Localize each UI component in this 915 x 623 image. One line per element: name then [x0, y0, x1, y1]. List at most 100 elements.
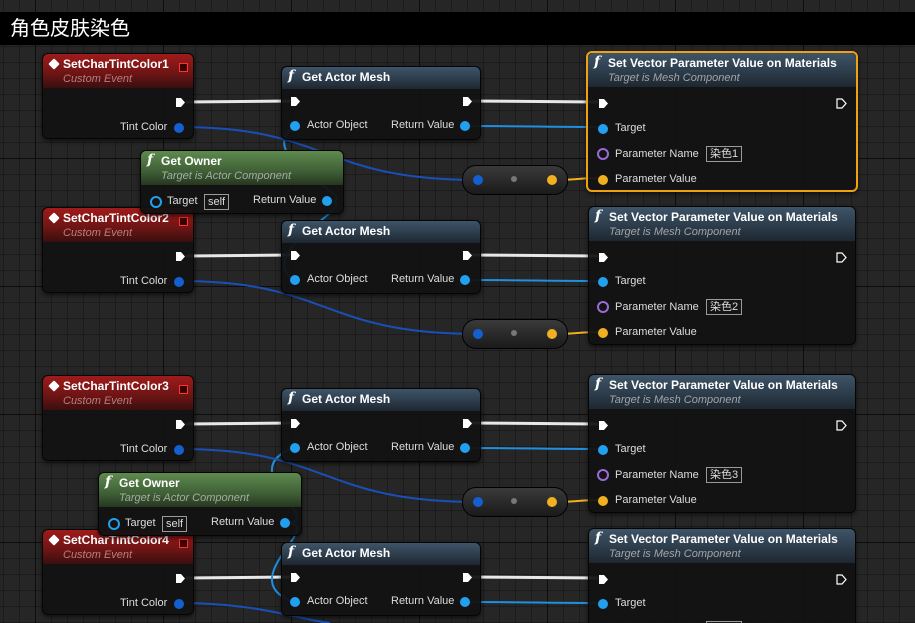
- exec-in-pin-icon[interactable]: [598, 574, 609, 585]
- reroute-out-pin[interactable]: [547, 329, 557, 339]
- event-node-3[interactable]: SetCharTintColor3 Custom Event Tint Colo…: [42, 375, 194, 461]
- exec-out-pin-icon[interactable]: [836, 98, 847, 109]
- return-value-pin[interactable]: [280, 518, 290, 528]
- reroute-out-pin[interactable]: [547, 497, 557, 507]
- tint-color-pin[interactable]: [174, 445, 184, 455]
- actor-object-pin[interactable]: [290, 275, 300, 285]
- get-actor-mesh-node-4[interactable]: f Get Actor Mesh Actor Object Return Val…: [281, 542, 481, 616]
- exec-out-pin-icon[interactable]: [836, 574, 847, 585]
- event-icon: [48, 380, 60, 392]
- delegate-pin-icon[interactable]: [179, 63, 188, 72]
- target-pin[interactable]: [598, 277, 608, 287]
- function-header[interactable]: f Get Actor Mesh: [282, 67, 480, 89]
- tint-color-pin[interactable]: [174, 123, 184, 133]
- parameter-name-pin[interactable]: [597, 301, 609, 313]
- function-header[interactable]: f Get Actor Mesh: [282, 389, 480, 411]
- reroute-node-3[interactable]: [462, 487, 568, 517]
- parameter-name-value[interactable]: 染色1: [706, 146, 743, 162]
- target-pin[interactable]: [598, 124, 608, 134]
- exec-in-pin-icon[interactable]: [598, 252, 609, 263]
- parameter-name-value[interactable]: 染色2: [706, 299, 743, 315]
- reroute-node-2[interactable]: [462, 319, 568, 349]
- function-header[interactable]: f Get Owner Target is Actor Component: [99, 473, 301, 507]
- return-value-pin[interactable]: [460, 443, 470, 453]
- parameter-value-pin[interactable]: [598, 496, 608, 506]
- exec-out-pin-icon[interactable]: [836, 252, 847, 263]
- set-vector-param-node-1[interactable]: f Set Vector Parameter Value on Material…: [586, 51, 858, 192]
- parameter-name-pin[interactable]: [597, 469, 609, 481]
- exec-in-pin-icon[interactable]: [598, 98, 609, 109]
- parameter-value-pin[interactable]: [598, 328, 608, 338]
- set-vector-param-node-2[interactable]: f Set Vector Parameter Value on Material…: [588, 206, 856, 345]
- event-node-2[interactable]: SetCharTintColor2 Custom Event Tint Colo…: [42, 207, 194, 293]
- exec-in-pin-icon[interactable]: [290, 572, 301, 583]
- function-header[interactable]: f Get Actor Mesh: [282, 543, 480, 565]
- event-node-header[interactable]: SetCharTintColor1 Custom Event: [43, 54, 193, 88]
- parameter-name-pin[interactable]: [597, 148, 609, 160]
- self-value[interactable]: self: [162, 516, 188, 532]
- exec-out-pin-icon[interactable]: [462, 250, 473, 261]
- exec-out-pin-icon[interactable]: [462, 418, 473, 429]
- actor-object-label: Actor Object: [307, 119, 368, 131]
- function-header[interactable]: f Set Vector Parameter Value on Material…: [589, 207, 855, 241]
- set-vector-param-node-4[interactable]: f Set Vector Parameter Value on Material…: [588, 528, 856, 623]
- set-vector-param-node-3[interactable]: f Set Vector Parameter Value on Material…: [588, 374, 856, 513]
- exec-out-pin-icon[interactable]: [462, 572, 473, 583]
- tint-color-pin[interactable]: [174, 599, 184, 609]
- exec-out-pin-icon[interactable]: [175, 573, 186, 584]
- parameter-name-value[interactable]: 染色3: [706, 467, 743, 483]
- get-actor-mesh-node-2[interactable]: f Get Actor Mesh Actor Object Return Val…: [281, 220, 481, 294]
- reroute-in-pin[interactable]: [473, 175, 483, 185]
- actor-object-pin[interactable]: [290, 443, 300, 453]
- function-header[interactable]: f Get Owner Target is Actor Component: [141, 151, 343, 185]
- return-value-pin[interactable]: [460, 597, 470, 607]
- exec-out-pin-icon[interactable]: [175, 251, 186, 262]
- get-actor-mesh-node-3[interactable]: f Get Actor Mesh Actor Object Return Val…: [281, 388, 481, 462]
- function-title: Set Vector Parameter Value on Materials: [608, 56, 837, 70]
- target-pin[interactable]: [598, 445, 608, 455]
- reroute-in-pin[interactable]: [473, 329, 483, 339]
- exec-out-pin-icon[interactable]: [175, 419, 186, 430]
- get-owner-node-1[interactable]: f Get Owner Target is Actor Component Ta…: [140, 150, 344, 214]
- event-node-1[interactable]: SetCharTintColor1 Custom Event Tint Colo…: [42, 53, 194, 139]
- function-header[interactable]: f Set Vector Parameter Value on Material…: [589, 529, 855, 563]
- return-value-pin[interactable]: [322, 196, 332, 206]
- delegate-pin-icon[interactable]: [179, 385, 188, 394]
- exec-out-pin-icon[interactable]: [462, 96, 473, 107]
- exec-in-pin-icon[interactable]: [290, 418, 301, 429]
- reroute-out-pin[interactable]: [547, 175, 557, 185]
- reroute-in-pin[interactable]: [473, 497, 483, 507]
- return-value-label: Return Value: [253, 194, 317, 206]
- parameter-name-value[interactable]: [706, 621, 742, 623]
- event-node-4[interactable]: SetCharTintColor4 Custom Event Tint Colo…: [42, 529, 194, 615]
- return-value-pin[interactable]: [460, 275, 470, 285]
- function-header[interactable]: f Set Vector Parameter Value on Material…: [588, 53, 856, 87]
- exec-in-pin-icon[interactable]: [598, 420, 609, 431]
- exec-wire: [469, 421, 599, 426]
- parameter-value-pin[interactable]: [598, 175, 608, 185]
- tint-color-label: Tint Color: [120, 597, 168, 609]
- exec-in-pin-icon[interactable]: [290, 96, 301, 107]
- function-header[interactable]: f Get Actor Mesh: [282, 221, 480, 243]
- event-title: SetCharTintColor4: [63, 533, 169, 547]
- actor-object-pin[interactable]: [290, 597, 300, 607]
- self-value[interactable]: self: [204, 194, 230, 210]
- event-node-header[interactable]: SetCharTintColor3 Custom Event: [43, 376, 193, 410]
- exec-in-pin-icon[interactable]: [290, 250, 301, 261]
- function-header[interactable]: f Set Vector Parameter Value on Material…: [589, 375, 855, 409]
- get-owner-node-2[interactable]: f Get Owner Target is Actor Component Ta…: [98, 472, 302, 536]
- exec-out-pin-icon[interactable]: [175, 97, 186, 108]
- tint-color-pin[interactable]: [174, 277, 184, 287]
- delegate-pin-icon[interactable]: [179, 217, 188, 226]
- actor-object-pin[interactable]: [290, 121, 300, 131]
- get-actor-mesh-node-1[interactable]: f Get Actor Mesh Actor Object Return Val…: [281, 66, 481, 140]
- return-value-pin[interactable]: [460, 121, 470, 131]
- exec-out-pin-icon[interactable]: [836, 420, 847, 431]
- target-pin[interactable]: [150, 196, 162, 208]
- delegate-pin-icon[interactable]: [179, 539, 188, 548]
- target-pin[interactable]: [108, 518, 120, 530]
- target-pin[interactable]: [598, 599, 608, 609]
- reroute-node-1[interactable]: [462, 165, 568, 195]
- exec-wire: [469, 575, 599, 580]
